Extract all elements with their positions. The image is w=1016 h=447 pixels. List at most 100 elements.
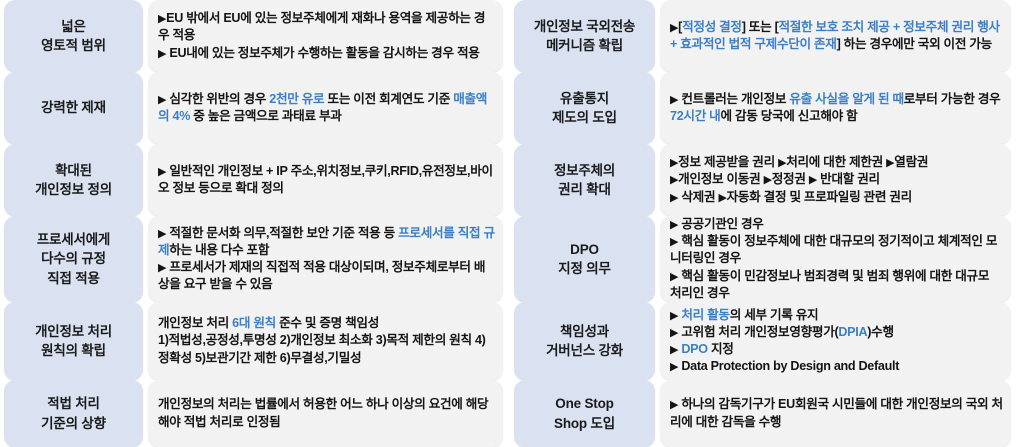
bullet-icon: ▶ (158, 165, 167, 178)
detail-line: ▶ 하나의 감독기구가 EU회원국 시민들에 대한 개인정보의 국외 처리에 대… (670, 396, 1003, 430)
detail-text: 삭제권 (678, 189, 719, 204)
topic-detail-right-6: ▶ 하나의 감독기구가 EU회원국 시민들에 대한 개인정보의 국외 처리에 대… (660, 380, 1011, 447)
bullet-icon: ▶ (670, 361, 679, 374)
topic-detail-right-2: ▶ 컨트롤러는 개인정보 유출 사실을 알게 된 때로부터 가능한 경우 72시… (660, 72, 1011, 144)
detail-text: 중 높은 금액으로 과태료 부과 (190, 109, 342, 123)
highlight-text: 처리 활동 (681, 307, 730, 322)
highlight-text: DPO (681, 342, 708, 356)
detail-line: 개인정보 처리 6대 원칙 준수 및 증명 책임성 (158, 315, 495, 332)
detail-line: ▶ 심각한 위반의 경우 2천만 유로 또는 이전 회계연도 기준 매출액의 4… (158, 91, 495, 125)
bullet-icon: ▶ (158, 227, 167, 240)
detail-text: EU내에 있는 정보주체가 수행하는 활동을 감시하는 경우 적용 (166, 45, 480, 60)
detail-text: 자동화 결정 및 프로파일링 관련 권리 (726, 189, 913, 204)
topic-detail-right-4: ▶ 공공기관인 경우▶ 핵심 활동이 정보주체에 대한 대규모의 정기적이고 체… (660, 216, 1011, 302)
detail-text: 공공기관인 경우 (678, 217, 764, 232)
highlight-text: 적정성 결정 (682, 19, 742, 34)
bullet-icon: ▶ (886, 157, 895, 170)
highlight-text: DPIA (838, 324, 868, 339)
detail-text: 로부터 가능한 경우 (903, 91, 1001, 106)
detail-line: ▶EU 밖에서 EU에 있는 정보주체에게 재화나 용역을 제공하는 경우 적용 (158, 10, 495, 44)
detail-text: 일반적인 개인정보 + IP 주소,위치정보,쿠키,RFID,유전정보,바이오 … (158, 163, 493, 195)
detail-line: ▶ 삭제권 ▶자동화 결정 및 프로파일링 관련 권리 (670, 189, 1003, 206)
detail-text: 하는 내용 다수 포함 (169, 242, 270, 257)
detail-line: ▶ 처리 활동의 세부 기록 유지 (670, 307, 1003, 324)
detail-line: ▶ DPO 지정 (670, 341, 1003, 358)
detail-text: 개인정보의 처리는 법률에서 허용한 어느 하나 이상의 요건에 해당해야 적법… (158, 397, 489, 429)
detail-line: ▶ 프로세서가 제재의 직접적 적용 대상이되며, 정보주체로부터 배상을 요구… (158, 259, 495, 293)
detail-text: 정정권 (771, 172, 809, 187)
detail-text: 에 감동 당국에 신고해야 함 (720, 109, 858, 123)
bullet-icon: ▶ (718, 191, 727, 204)
topic-detail-left-3: ▶ 일반적인 개인정보 + IP 주소,위치정보,쿠키,RFID,유전정보,바이… (148, 144, 503, 216)
detail-line: ▶ 적절한 문서화 의무,적절한 보안 기준 적용 등 프로세서를 직접 규제하… (158, 225, 495, 259)
bullet-icon: ▶ (808, 174, 817, 187)
detail-line: ▶ EU내에 있는 정보주체가 수행하는 활동을 감시하는 경우 적용 (158, 45, 495, 62)
highlight-text: 2천만 유로 (269, 91, 325, 106)
detail-text: 프로세서가 제재의 직접적 적용 대상이되며, 정보주체로부터 배상을 요구 받… (158, 260, 486, 292)
bullet-icon: ▶ (778, 157, 787, 170)
detail-text: 핵심 활동이 정보주체에 대한 대규모의 정기적이고 체계적인 모니터링인 경우 (670, 234, 998, 266)
detail-text: 준수 및 증명 책임성 (275, 316, 379, 331)
detail-text: 반대할 권리 (816, 172, 880, 187)
highlight-text: 유출 사실을 알게 된 때 (789, 91, 904, 106)
detail-text: EU 밖에서 EU에 있는 정보주체에게 재화나 용역을 제공하는 경우 적용 (158, 11, 486, 43)
topic-label-left-2: 강력한 제재 (4, 72, 143, 144)
bullet-icon: ▶ (670, 326, 679, 339)
topic-row: 강력한 제재 ▶ 심각한 위반의 경우 2천만 유로 또는 이전 회계연도 기준 … (0, 72, 508, 144)
bullet-icon: ▶ (670, 344, 679, 356)
detail-text: Data Protection by Design and Default (678, 359, 900, 374)
detail-text: 핵심 활동이 민감정보나 범죄경력 및 범죄 행위에 대한 대규모 처리인 경우 (670, 268, 990, 300)
detail-text: )수행 (867, 324, 894, 339)
detail-text: ] 또는 [ (741, 19, 779, 34)
topic-detail-left-1: ▶EU 밖에서 EU에 있는 정보주체에게 재화나 용역을 제공하는 경우 적용… (148, 0, 503, 72)
highlight-text: 매출액의 4% (158, 91, 488, 123)
detail-text: 심각한 위반의 경우 (166, 91, 270, 106)
bullet-icon: ▶ (670, 236, 679, 249)
detail-text: 개인정보 처리 (158, 316, 233, 331)
bullet-icon: ▶ (158, 13, 167, 26)
bullet-icon: ▶ (670, 399, 679, 412)
detail-text: 처리에 대한 제한권 (786, 155, 887, 170)
detail-line: 1)적법성,공정성,투명성 2)개인정보 최소화 3)목적 제한의 원칙 4)정… (158, 332, 495, 366)
bullet-icon: ▶ (158, 262, 167, 274)
highlight-text: 프로세서를 직접 규제 (158, 225, 495, 257)
highlight-text: 72시간 내 (670, 109, 721, 123)
highlight-text: 적절한 보호 조치 제공 + 정보주체 권리 행사 + 효과적인 법적 구제수단… (670, 19, 1000, 51)
detail-text: 정보 제공받을 권리 (678, 155, 779, 170)
bullet-icon: ▶ (670, 93, 679, 106)
detail-text: 개인정보 이동권 (678, 172, 764, 187)
detail-line: ▶ 핵심 활동이 정보주체에 대한 대규모의 정기적이고 체계적인 모니터링인 … (670, 233, 1003, 267)
topic-detail-right-1: ▶[적정성 결정] 또는 [적절한 보호 조치 제공 + 정보주체 권리 행사 … (660, 0, 1011, 72)
detail-text: [ (678, 19, 683, 34)
detail-line: ▶ Data Protection by Design and Default (670, 358, 1003, 375)
detail-line: ▶정보 제공받을 권리 ▶처리에 대한 제한권 ▶열람권 (670, 154, 1003, 171)
bullet-icon: ▶ (670, 21, 679, 34)
bullet-icon: ▶ (158, 93, 167, 106)
bullet-icon: ▶ (670, 157, 679, 170)
bullet-icon: ▶ (670, 270, 679, 283)
detail-text: 컨트롤러는 개인정보 (678, 91, 790, 106)
bullet-icon: ▶ (158, 47, 167, 60)
bullet-icon: ▶ (670, 174, 679, 187)
bullet-icon: ▶ (670, 191, 679, 204)
